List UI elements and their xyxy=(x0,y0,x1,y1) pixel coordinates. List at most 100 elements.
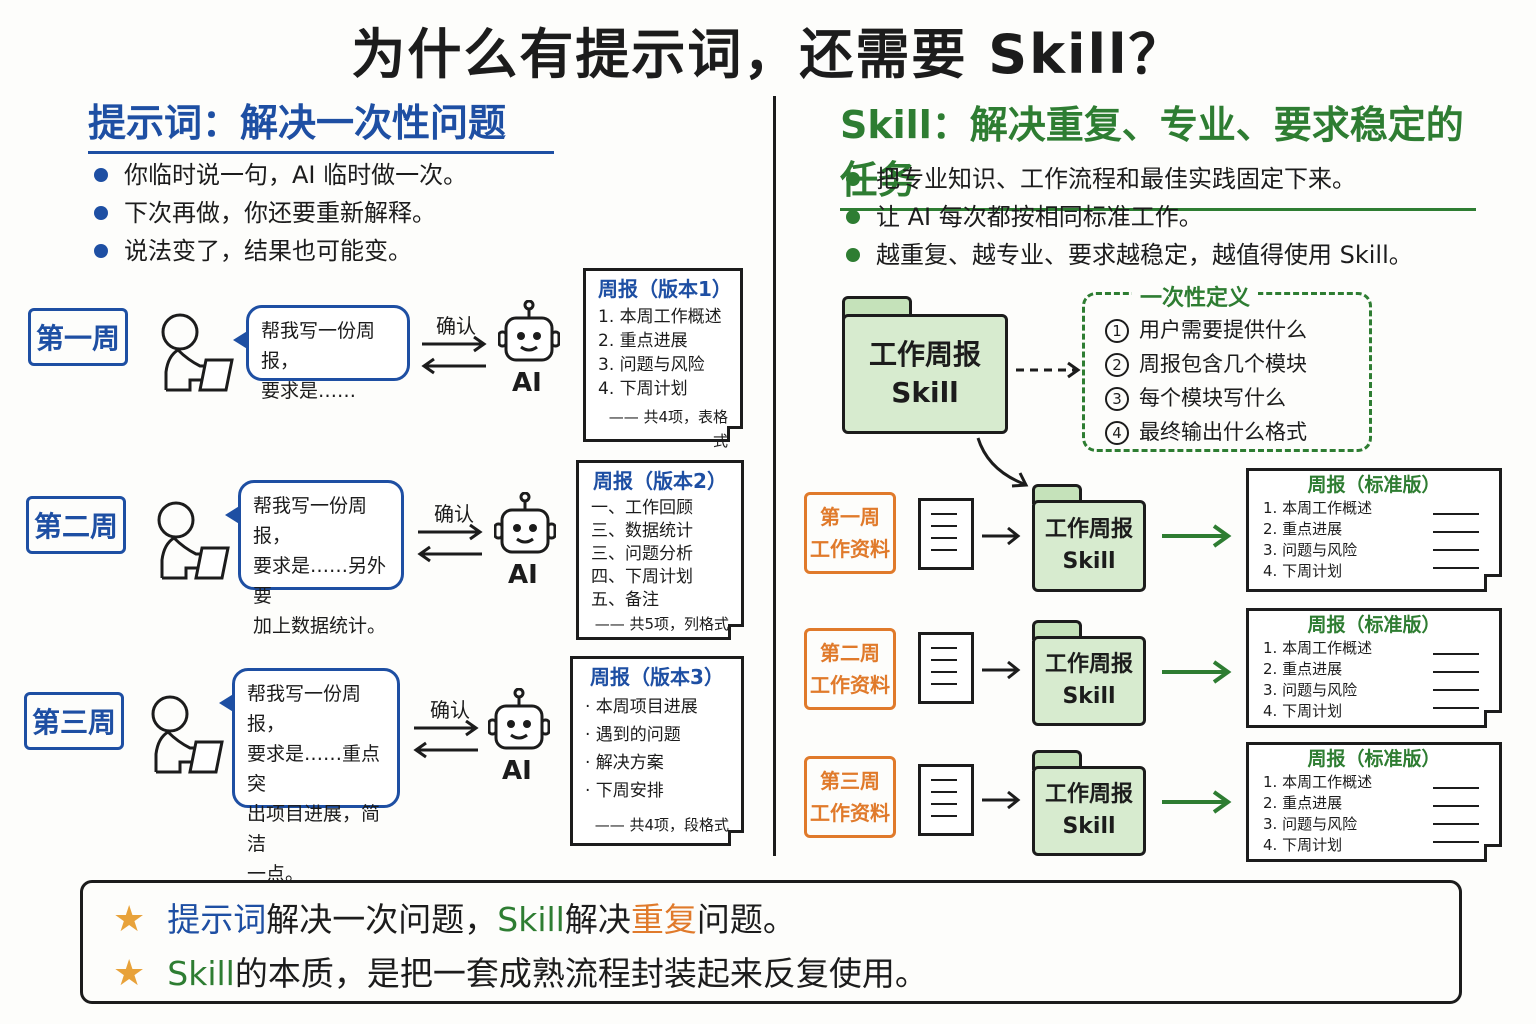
week2-report-card: 周报（版本2） 一、工作回顾 三、数据统计 三、问题分析 四、下周计划 五、备注… xyxy=(576,460,744,640)
work-report-skill-folder-icon: 工作周报 Skill xyxy=(1032,500,1146,592)
summary-line-2: ★ Skill 的本质，是把一套成熟流程封装起来反复使用。 xyxy=(113,947,1429,1001)
definition-text: 每个模块写什么 xyxy=(1139,386,1286,410)
number-circle: 3 xyxy=(1105,387,1129,411)
report-item: · 遇到的问题 xyxy=(585,725,681,745)
week2-material-tag: 第二周 工作资料 xyxy=(804,628,896,710)
prompt-bullet: 你临时说一句，AI 临时做一次。 xyxy=(90,156,467,194)
two-way-arrow-icon xyxy=(417,524,483,563)
report-item: 2. 重点进展 xyxy=(1263,794,1343,812)
bubble-line: 帮我写一份周报， xyxy=(247,683,362,735)
report-title: 周报（版本3） xyxy=(590,665,724,689)
prompt-heading: 提示词：解决一次性问题 xyxy=(88,92,554,154)
report-item: 3. 问题与风险 xyxy=(1263,541,1358,559)
green-arrow-icon xyxy=(1162,790,1232,814)
summary-text: 的本质，是把一套成熟流程封装起来反复使用。 xyxy=(234,954,928,993)
tag-line: 工作资料 xyxy=(810,537,890,561)
confirm-label: 确认 xyxy=(434,502,474,526)
standard-report-card: 周报（标准版） 1. 本周工作概述 2. 重点进展 3. 问题与风险 4. 下周… xyxy=(1246,608,1502,728)
page-fold xyxy=(728,624,744,640)
report-item: 2. 重点进展 xyxy=(598,331,688,351)
skill-bullet: 越重复、越专业、要求越稳定，越值得使用 Skill。 xyxy=(842,236,1413,274)
center-divider xyxy=(773,96,776,856)
person-at-laptop-icon xyxy=(161,313,234,392)
report-item: 1. 本周工作概述 xyxy=(1263,773,1373,791)
report-item: · 下周安排 xyxy=(585,781,664,801)
document-icon xyxy=(918,498,974,570)
report-item: 2. 重点进展 xyxy=(1263,660,1343,678)
report-item: 四、下周计划 xyxy=(591,567,693,587)
definition-title: 一次性定义 xyxy=(1132,280,1259,312)
dashed-arrow-icon xyxy=(1016,361,1081,379)
prompt-bullets: 你临时说一句，AI 临时做一次。 下次再做，你还要重新解释。 说法变了，结果也可… xyxy=(90,156,467,270)
report-title: 周报（版本2） xyxy=(593,469,727,493)
tag-line: 第二周 xyxy=(820,641,880,665)
folder-label: 工作周报 xyxy=(1044,782,1133,807)
work-report-skill-folder-icon: 工作周报 Skill xyxy=(1032,766,1146,856)
folder-tab xyxy=(1032,620,1082,640)
bubble-line: 要求是……重点突 xyxy=(247,743,381,795)
summary-text: 提示词 xyxy=(167,900,267,939)
week2-request-bubble: 帮我写一份周报， 要求是……另外要 加上数据统计。 xyxy=(225,480,404,637)
report-item: 2. 重点进展 xyxy=(1263,520,1343,538)
report-item: 4. 下周计划 xyxy=(1263,562,1343,580)
number-circle: 2 xyxy=(1105,353,1129,377)
confirm-label: 确认 xyxy=(436,314,476,338)
robot-icon xyxy=(488,688,550,750)
ai-label: AI xyxy=(502,756,532,786)
definition-text: 周报包含几个模块 xyxy=(1139,352,1307,376)
prompt-bullet: 说法变了，结果也可能变。 xyxy=(90,232,467,270)
week1-report-card: 周报（版本1） 1. 本周工作概述 2. 重点进展 3. 问题与风险 4. 下周… xyxy=(583,268,743,450)
page-fold xyxy=(727,426,743,442)
report-item: · 解决方案 xyxy=(585,753,664,773)
person-at-laptop-icon xyxy=(151,695,224,774)
week1-material-tag: 第一周 工作资料 xyxy=(804,492,896,574)
prompt-bullet: 下次再做，你还要重新解释。 xyxy=(90,194,467,232)
report-title: 周报（版本1） xyxy=(598,277,732,301)
arrow-right-icon xyxy=(982,790,1021,810)
tag-line: 第一周 xyxy=(820,505,880,529)
bubble-line: 加上数据统计。 xyxy=(253,615,387,637)
report-item: 1. 本周工作概述 xyxy=(598,307,722,327)
bubble-line: 帮我写一份周报， xyxy=(253,495,368,547)
summary-text: 解决一次问题， xyxy=(266,900,498,939)
week3-report-card: 周报（版本3） · 本周项目进展 · 遇到的问题 · 解决方案 · 下周安排 —… xyxy=(570,656,744,846)
week2-tag: 第二周 xyxy=(26,496,126,554)
standard-report-card: 周报（标准版） 1. 本周工作概述 2. 重点进展 3. 问题与风险 4. 下周… xyxy=(1246,742,1502,862)
person-at-laptop-icon xyxy=(157,501,230,580)
skill-bullets: 把专业知识、工作流程和最佳实践固定下来。 让 AI 每次都按相同标准工作。 越重… xyxy=(842,160,1413,274)
week1-tag: 第一周 xyxy=(28,308,128,366)
week3-request-bubble: 帮我写一份周报， 要求是……重点突 出项目进展，简洁 一点。 xyxy=(219,668,400,885)
report-footer: —— 共4项，表格式 xyxy=(608,408,728,450)
green-arrow-icon xyxy=(1162,660,1232,684)
star-icon: ★ xyxy=(113,953,146,994)
tag-line: 工作资料 xyxy=(810,801,890,825)
two-way-arrow-icon xyxy=(413,720,479,759)
document-icon xyxy=(918,764,974,836)
report-item: · 本周项目进展 xyxy=(585,697,698,717)
summary-text: 解决 xyxy=(564,900,631,939)
bubble-line: 要求是……另外要 xyxy=(253,555,387,607)
two-way-arrow-icon xyxy=(421,336,487,375)
confirm-label: 确认 xyxy=(430,698,470,722)
summary-text: Skill xyxy=(497,900,565,939)
report-item: 3. 问题与风险 xyxy=(598,355,705,375)
report-title: 周报（标准版） xyxy=(1307,614,1441,636)
summary-text: 重复 xyxy=(630,900,697,939)
report-item: 三、数据统计 xyxy=(591,521,693,541)
robot-icon xyxy=(494,492,556,554)
week3-material-tag: 第三周 工作资料 xyxy=(804,756,896,838)
document-icon xyxy=(918,632,974,704)
report-item: 3. 问题与风险 xyxy=(1263,681,1358,699)
number-circle: 4 xyxy=(1105,421,1129,445)
report-item: 4. 下周计划 xyxy=(1263,836,1343,854)
report-title: 周报（标准版） xyxy=(1307,748,1441,770)
page-fold xyxy=(1484,574,1502,592)
report-item: 1. 本周工作概述 xyxy=(1263,639,1373,657)
page-title: 为什么有提示词，还需要 Skill？ xyxy=(351,23,1185,86)
report-item: 4. 下周计划 xyxy=(598,379,688,399)
definition-item: 3 每个模块写什么 xyxy=(1105,381,1349,415)
arrow-right-icon xyxy=(982,526,1021,546)
folder-label: 工作周报 xyxy=(868,338,981,371)
